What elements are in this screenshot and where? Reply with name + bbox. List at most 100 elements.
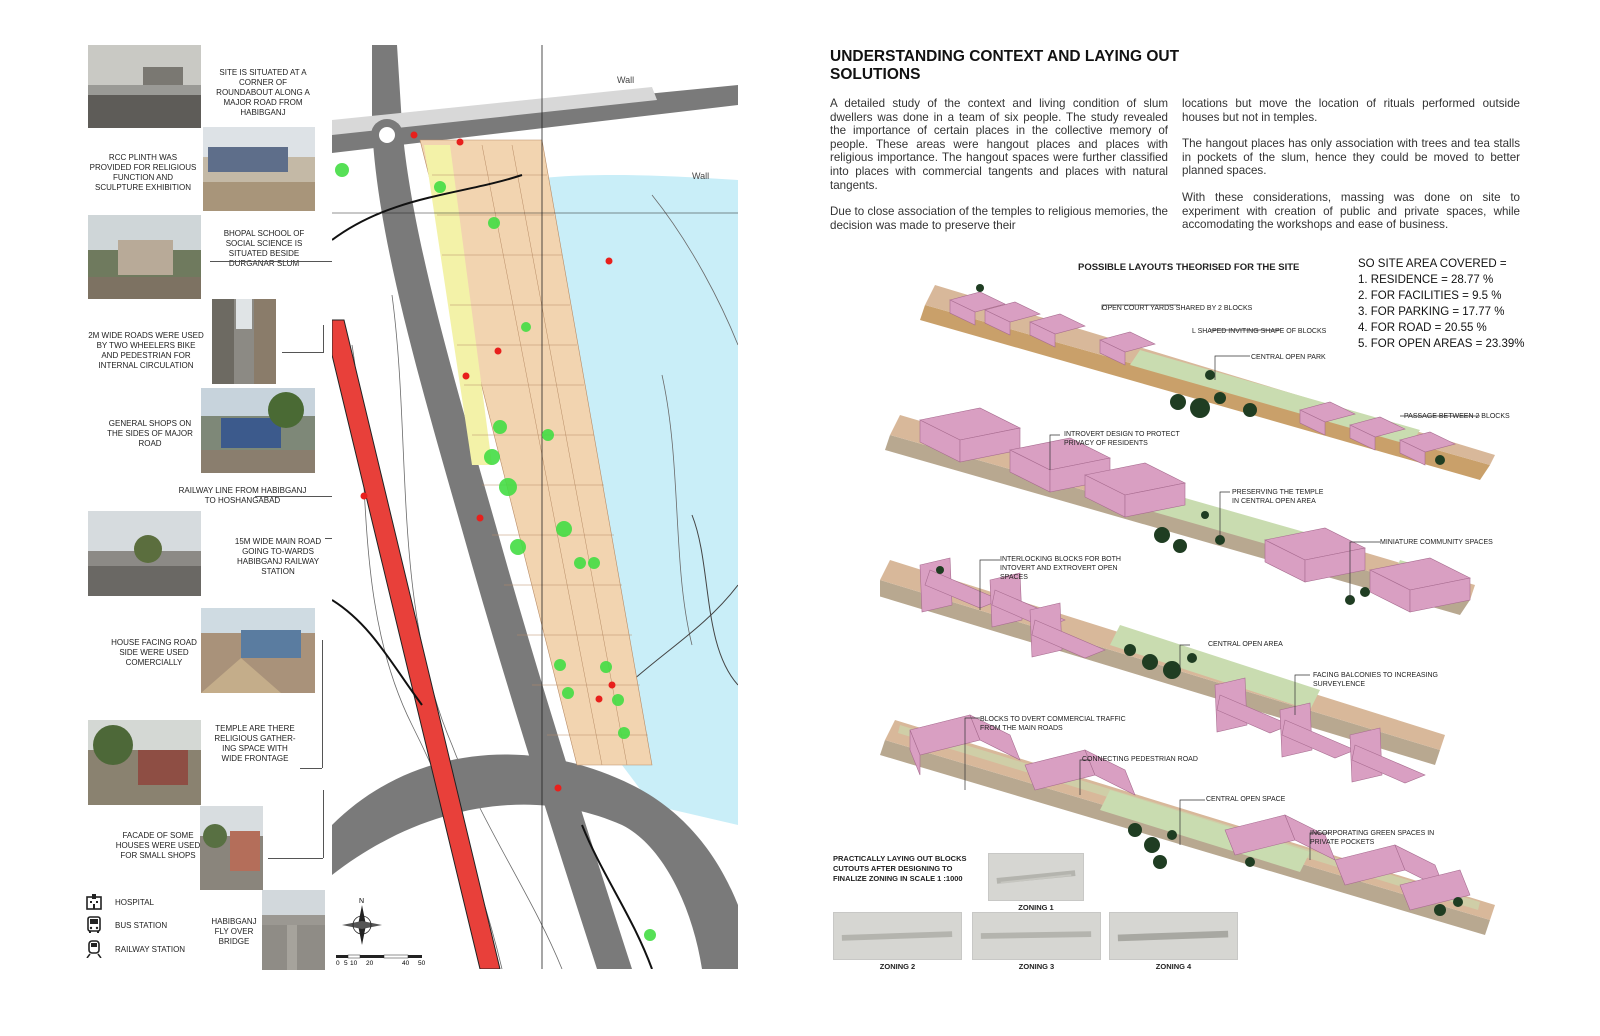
legend-label: RAILWAY STATION	[115, 944, 186, 954]
photo-bhopal-school	[88, 215, 201, 299]
zoning-label: ZONING 3	[1018, 962, 1055, 971]
photo-facade-shops	[200, 806, 263, 890]
paragraph: locations but move the location of ritua…	[1182, 97, 1520, 124]
leader-line	[323, 325, 324, 352]
legend-label: BUS STATION	[115, 920, 168, 930]
annotation: CENTRAL OPEN SPACE	[1206, 796, 1286, 803]
axonometric-layouts	[880, 284, 1495, 935]
annotation: BLOCKS TO DVERT COMMERCIAL TRAFFIC FROM …	[980, 716, 1126, 732]
caption-roundabout: SITE IS SITUATED AT A CORNER OF ROUNDABO…	[216, 68, 310, 117]
caption-main-road: 15m WIDE MAIN ROAD GOING TO-WARDS HABIBG…	[234, 537, 322, 576]
zoning-photo-1: ZONING 1	[988, 853, 1084, 912]
svg-text:5: 5	[344, 960, 348, 967]
annotation: PASSAGE BETWEEN 2 BLOCKS	[1404, 413, 1510, 420]
right-page-layout-solutions: UNDERSTANDING CONTEXT AND LAYING OUT SOL…	[800, 0, 1600, 1036]
stats-item: 2. FOR FACILITIES = 9.5 %	[1358, 290, 1502, 302]
svg-text:20: 20	[366, 960, 374, 967]
annotation: L SHAPED INVITING SHAPE OF BLOCKS	[1192, 328, 1327, 335]
leader-line	[300, 768, 322, 769]
layout-3	[880, 557, 1445, 784]
wall-label: Wall	[692, 171, 709, 181]
legend-hospital: HOSPITAL	[85, 893, 154, 911]
photo-rcc-plinth	[203, 127, 315, 211]
legend-bus-station: BUS STATION	[85, 916, 167, 934]
svg-text:50: 50	[418, 960, 426, 967]
site-map: Wall Wall N 0 5 10 20 40 50	[332, 45, 738, 969]
caption-house-facing-road: HOUSE FACING ROAD SIDE WERE USED COMERCI…	[111, 638, 197, 667]
site-map-drawing: Wall Wall N 0 5 10 20 40 50	[332, 45, 738, 969]
caption-temple: TEMPLE ARE THERE RELIGIOUS GATHER-ING SP…	[214, 724, 296, 763]
stats-heading: SO SITE AREA COVERED =	[1358, 258, 1507, 270]
photo-2m-road	[212, 299, 276, 384]
annotation: CENTRAL OPEN AREA	[1208, 641, 1283, 648]
slum-settlement	[419, 139, 653, 766]
caption-general-shops: GENERAL SHOPS ON THE SIDES OF MAJOR ROAD	[107, 419, 193, 448]
site-area-stats: SO SITE AREA COVERED = 1. RESIDENCE = 28…	[1358, 256, 1525, 352]
annotation: INTERLOCKING BLOCKS FOR BOTH INTOVERT AN…	[1000, 556, 1121, 581]
roundabout	[379, 127, 395, 143]
zoning-photo-4: ZONING 4	[1109, 912, 1238, 971]
leader-line	[268, 858, 323, 859]
annotation: INCORPORATING GREEN SPACES IN PRIVATE PO…	[1310, 830, 1435, 846]
hospital-icon	[85, 893, 103, 911]
photo-main-road	[88, 511, 201, 596]
photo-roundabout-road	[88, 45, 201, 128]
bus-station-icon	[85, 916, 103, 934]
annotation: INTROVERT DESIGN TO PROTECT PRIVACY OF R…	[1064, 431, 1180, 447]
caption-rcc-plinth: RCC PLINTH WAS PROVIDED FOR RELIGIOUS FU…	[89, 153, 197, 192]
annotation: FACING BALCONIES TO INCREASING SURVEYLEN…	[1313, 672, 1438, 688]
photo-temple	[88, 720, 201, 805]
paragraph: With these considerations, massing was d…	[1182, 190, 1520, 232]
zoning-label: ZONING 1	[1018, 903, 1054, 912]
leader-line	[322, 640, 323, 768]
annotation: CENTRAL OPEN PARK	[1251, 354, 1326, 361]
legend-label: HOSPITAL	[115, 897, 154, 907]
north-label: N	[359, 898, 364, 905]
paragraph: The hangout places has only association …	[1182, 137, 1520, 178]
zoning-label: ZONING 2	[879, 962, 916, 971]
photo-flyover-bridge	[262, 890, 325, 970]
photo-general-shops	[201, 388, 315, 473]
caption-flyover: HABIBGANJ FLY OVER BRIDGE	[211, 917, 257, 946]
zoning-photo-3: ZONING 3	[972, 912, 1101, 971]
legend-railway-station: RAILWAY STATION	[85, 940, 186, 959]
layout-4	[880, 714, 1495, 935]
caption-bhopal-school: BHOPAL SCHOOL OF SOCIAL SCIENCE IS SITUA…	[223, 229, 305, 268]
zoning-label: ZONING 4	[1155, 962, 1192, 971]
stats-item: 1. RESIDENCE = 28.77 %	[1358, 274, 1494, 286]
annotation: CONNECTING PEDESTRIAN ROAD	[1082, 756, 1198, 763]
leader-line	[255, 496, 365, 497]
zoning-photo-2: ZONING 2	[833, 912, 962, 971]
layout-1	[920, 284, 1495, 480]
annotation: OPEN COURT YARDS SHARED BY 2 BLOCKS	[1102, 305, 1253, 312]
leader-line	[282, 352, 324, 353]
photo-house-facing-road	[201, 608, 315, 693]
caption-railway-line: RAILWAY LINE FROM HABIBGANJ TO HOSHANGAB…	[178, 486, 307, 505]
svg-text:40: 40	[402, 960, 410, 967]
stats-item: 3. FOR PARKING = 17.77 %	[1358, 306, 1505, 318]
layouts-title: POSSIBLE LAYOUTS THEORISED FOR THE SITE	[1078, 262, 1300, 273]
text-column-1: A detailed study of the context and livi…	[830, 97, 1168, 245]
svg-text:10: 10	[350, 960, 358, 967]
layout-2	[885, 407, 1475, 615]
page-title: UNDERSTANDING CONTEXT AND LAYING OUT SOL…	[830, 48, 1180, 83]
paragraph: Due to close association of the temples …	[830, 205, 1168, 232]
caption-facade-shops: FACADE OF SOME HOUSES WERE USED FOR SMAL…	[115, 831, 201, 860]
stats-item: 4. FOR ROAD = 20.55 %	[1358, 322, 1487, 334]
layout-diagrams	[880, 270, 1520, 960]
annotation: PRESERVING THE TEMPLE IN CENTRAL OPEN AR…	[1232, 489, 1324, 505]
text-column-2: locations but move the location of ritua…	[1182, 97, 1520, 245]
railway-line	[332, 319, 501, 969]
north-arrow-icon: N	[342, 898, 382, 945]
leader-line	[323, 790, 324, 858]
landmark-markers	[360, 131, 616, 792]
caption-2m-road: 2m WIDE ROADS WERE USED BY TWO WHEELERS …	[88, 331, 204, 370]
scale-bar: 0 5 10 20 40 50	[336, 954, 426, 967]
railway-station-icon	[85, 940, 103, 959]
left-page-site-analysis: SITE IS SITUATED AT A CORNER OF ROUNDABO…	[85, 45, 738, 970]
paragraph: A detailed study of the context and livi…	[830, 97, 1168, 192]
stats-item: 5. FOR OPEN AREAS = 23.39%	[1358, 338, 1525, 350]
wall-label: Wall	[617, 75, 634, 85]
tree-markers	[335, 163, 656, 941]
annotation: MINIATURE COMMUNITY SPACES	[1380, 539, 1493, 546]
